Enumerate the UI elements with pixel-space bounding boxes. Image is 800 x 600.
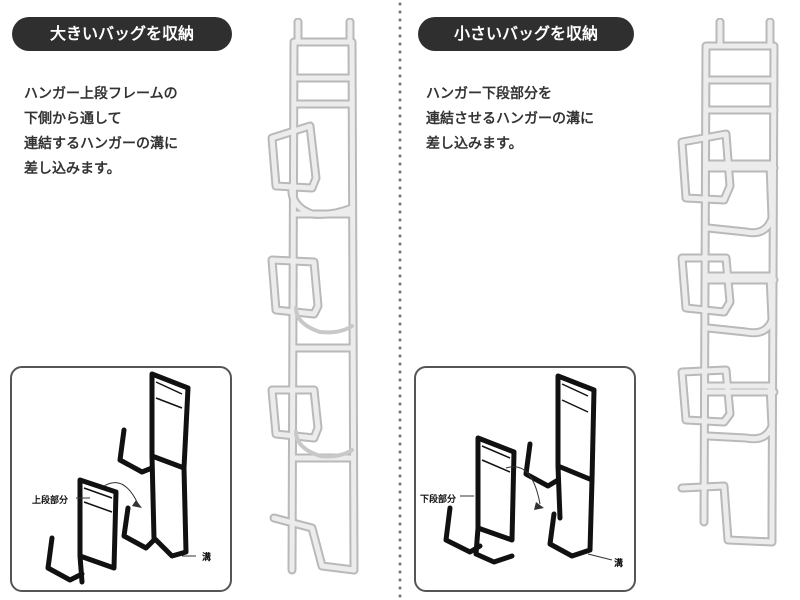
left-hanger-product-image <box>267 18 359 575</box>
callout-groove: 溝 <box>614 559 624 569</box>
right-title-badge: 小さいバッグを収納 <box>418 17 634 51</box>
panel-divider <box>398 0 402 600</box>
right-hanger-product-image <box>677 18 779 547</box>
desc-line: ハンガー下段部分を <box>426 86 552 102</box>
desc-line: 差し込みます。 <box>426 136 523 152</box>
desc-line: 下側から通して <box>24 111 122 127</box>
callout-upper-part: 上段部分 <box>32 496 69 506</box>
callout-lower-part: 下段部分 <box>420 495 457 505</box>
desc-line: 連結するハンガーの溝に <box>24 136 178 152</box>
left-description: ハンガー上段フレームの 下側から通して 連結するハンガーの溝に 差し込みます。 <box>24 82 178 182</box>
right-description: ハンガー下段部分を 連結させるハンガーの溝に 差し込みます。 <box>426 82 594 157</box>
right-panel: 小さいバッグを収納 ハンガー下段部分を 連結させるハンガーの溝に 差し込みます。 <box>404 0 800 600</box>
left-connection-diagram <box>45 371 196 585</box>
left-title-badge: 大きいバッグを収納 <box>12 17 232 51</box>
callout-groove: 溝 <box>202 553 212 563</box>
right-diagram-inset: 下段部分 溝 <box>414 366 636 592</box>
left-diagram-inset: 上段部分 溝 <box>10 366 232 592</box>
desc-line: 差し込みます。 <box>24 161 121 177</box>
left-panel: 大きいバッグを収納 ハンガー上段フレームの 下側から通して 連結するハンガーの溝… <box>0 0 396 600</box>
desc-line: 連結させるハンガーの溝に <box>426 111 594 127</box>
desc-line: ハンガー上段フレームの <box>24 86 178 102</box>
right-connection-diagram <box>443 373 613 565</box>
